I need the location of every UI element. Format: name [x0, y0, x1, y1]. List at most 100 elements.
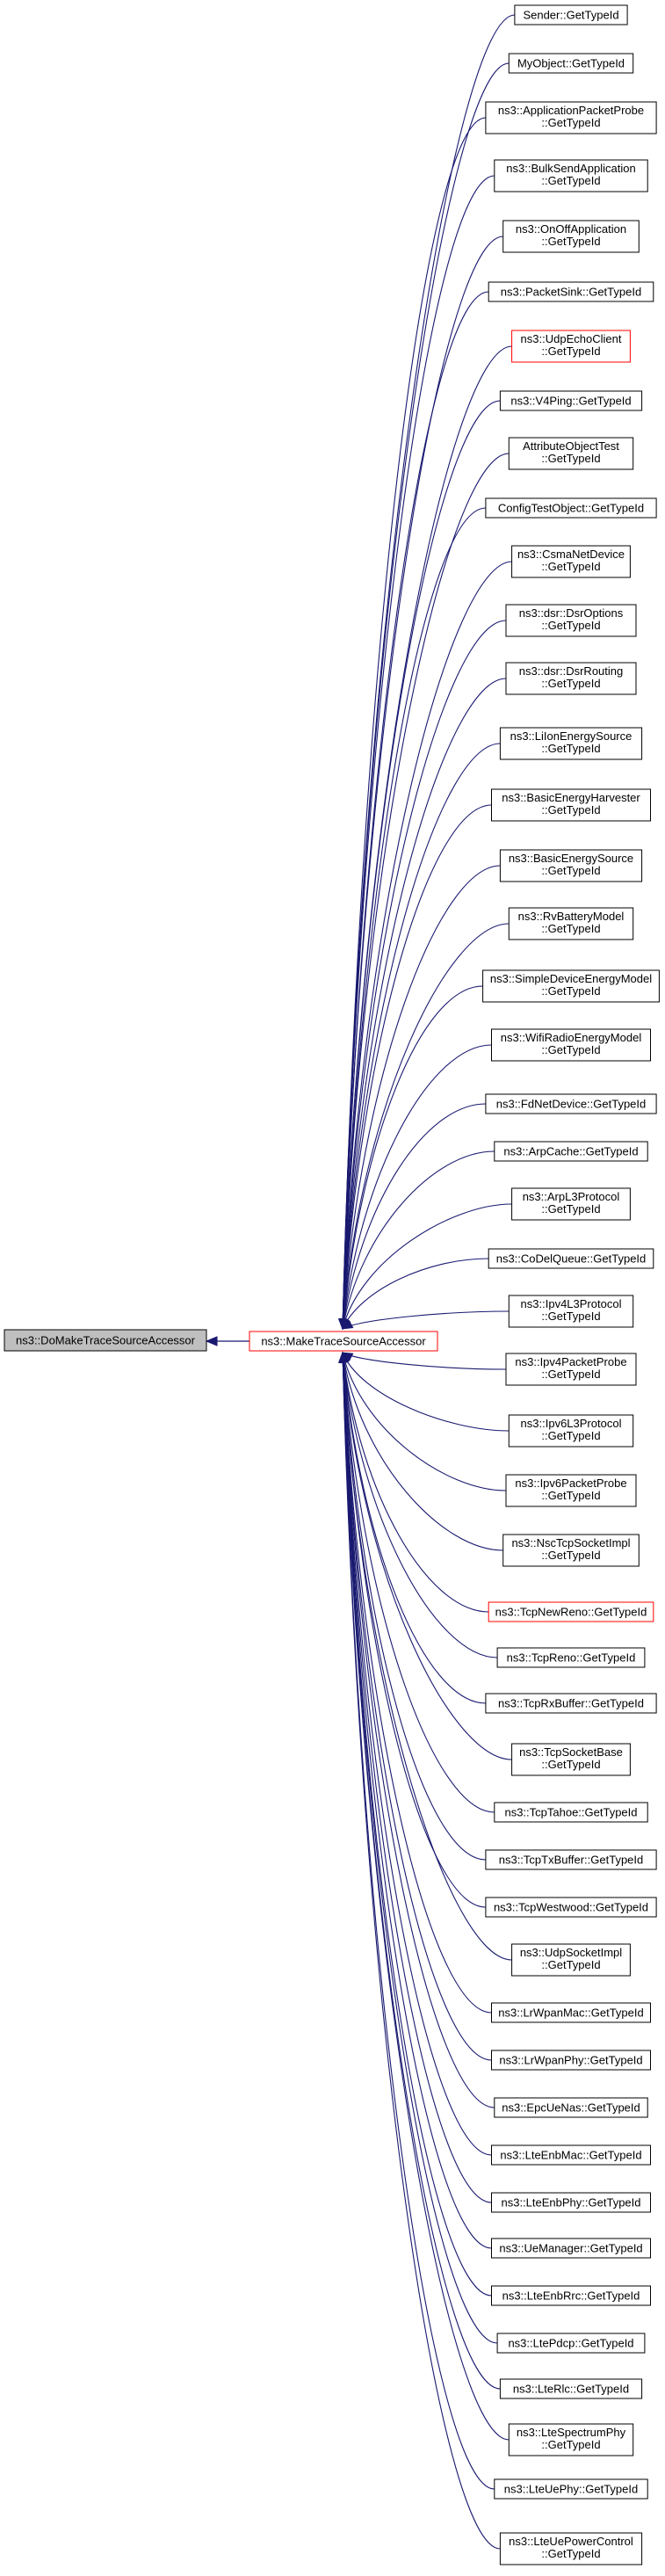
node-ns3-basicenergysource-gettypeid-label-1: ns3::BasicEnergySource	[509, 852, 633, 865]
node-ns3-tcpwestwood-gettypeid-label-1: ns3::TcpWestwood::GetTypeId	[494, 1901, 648, 1914]
node-ns3-ipv6packetprobe-gettypeid[interactable]: ns3::Ipv6PacketProbe::GetTypeId	[505, 1474, 637, 1507]
node-ns3-ipv4packetprobe-gettypeid[interactable]: ns3::Ipv4PacketProbe::GetTypeId	[505, 1353, 637, 1386]
node-ns3-ipv6l3protocol-gettypeid-box	[508, 1414, 634, 1448]
node-ns3-tcptahoe-gettypeid-box	[494, 1802, 648, 1823]
edge-ns3-csmanetdevice-gettypeid-to-center	[342, 561, 512, 1330]
node-ns3-ltespectrumphy-gettypeid[interactable]: ns3::LteSpectrumPhy::GetTypeId	[508, 2423, 634, 2456]
node-ns3-dsr-dsrrouting-gettypeid-label-2: ::GetTypeId	[541, 677, 600, 690]
node-ns3-lrwpanphy-gettypeid-box	[491, 2050, 651, 2071]
node-ns3-ipv6l3protocol-gettypeid-label-2: ::GetTypeId	[541, 1429, 600, 1442]
node-myobject-gettypeid-label-1: MyObject::GetTypeId	[517, 57, 625, 70]
node-ns3-lteenbmac-gettypeid-label-1: ns3::LteEnbMac::GetTypeId	[500, 2149, 641, 2162]
edge-ns3-ipv4l3protocol-gettypeid-arrow	[342, 1320, 354, 1330]
node-ns3-dsr-dsroptions-gettypeid[interactable]: ns3::dsr::DsrOptions::GetTypeId	[505, 604, 637, 637]
edge-ns3-tcptahoe-gettypeid-to-center	[342, 1352, 495, 1813]
edge-ns3-rvbatterymodel-gettypeid-to-center	[342, 923, 510, 1330]
node-center-box	[249, 1331, 438, 1352]
node-ns3-liionenergysource-gettypeid-label-2: ::GetTypeId	[541, 742, 600, 755]
node-ns3-rvbatterymodel-gettypeid[interactable]: ns3::RvBatteryModel::GetTypeId	[508, 907, 634, 940]
edge-ns3-ipv4packetprobe-gettypeid-to-center	[342, 1352, 507, 1370]
node-ns3-tcpnewreno-gettypeid[interactable]: ns3::TcpNewReno::GetTypeId	[488, 1601, 654, 1622]
node-ns3-epcuenas-gettypeid[interactable]: ns3::EpcUeNas::GetTypeId	[494, 2097, 648, 2118]
node-ns3-lrwpanphy-gettypeid[interactable]: ns3::LrWpanPhy::GetTypeId	[491, 2050, 651, 2071]
node-ns3-codelqueue-gettypeid[interactable]: ns3::CoDelQueue::GetTypeId	[488, 1248, 654, 1269]
node-ns3-ipv6packetprobe-gettypeid-label-2: ::GetTypeId	[541, 1489, 600, 1502]
node-ns3-tcpreno-gettypeid[interactable]: ns3::TcpReno::GetTypeId	[496, 1647, 646, 1668]
node-ns3-basicenergysource-gettypeid[interactable]: ns3::BasicEnergySource::GetTypeId	[499, 849, 643, 882]
node-ns3-applicationpacketprobe-gettypeid[interactable]: ns3::ApplicationPacketProbe::GetTypeId	[485, 101, 657, 134]
node-ns3-liionenergysource-gettypeid-box	[499, 727, 643, 760]
node-myobject-gettypeid-box	[508, 53, 634, 74]
node-ns3-tcpwestwood-gettypeid[interactable]: ns3::TcpWestwood::GetTypeId	[485, 1897, 657, 1918]
node-ns3-lrwpanphy-gettypeid-label-1: ns3::LrWpanPhy::GetTypeId	[499, 2054, 642, 2067]
node-ns3-ipv4l3protocol-gettypeid-box	[508, 1295, 634, 1328]
node-sender-gettypeid[interactable]: Sender::GetTypeId	[514, 4, 628, 25]
node-ns3-tcprxbuffer-gettypeid-box	[485, 1693, 657, 1714]
node-ns3-udpechoclient-gettypeid[interactable]: ns3::UdpEchoClient::GetTypeId	[511, 330, 631, 363]
node-ns3-ipv6l3protocol-gettypeid[interactable]: ns3::Ipv6L3Protocol::GetTypeId	[508, 1414, 634, 1448]
node-ns3-lteuephy-gettypeid[interactable]: ns3::LteUePhy::GetTypeId	[494, 2478, 648, 2500]
node-root-box	[4, 1329, 207, 1352]
node-ns3-packetsink-gettypeid-label-1: ns3::PacketSink::GetTypeId	[501, 286, 641, 299]
node-root[interactable]: ns3::DoMakeTraceSourceAccessor	[4, 1329, 207, 1352]
node-ns3-ltespectrumphy-gettypeid-box	[508, 2423, 634, 2456]
edge-ns3-udpsocketimpl-gettypeid-to-center	[342, 1352, 512, 1961]
node-ns3-nsctcpsocketimpl-gettypeid[interactable]: ns3::NscTcpSocketImpl::GetTypeId	[502, 1534, 640, 1567]
node-ns3-tcpsocketbase-gettypeid-label-2: ::GetTypeId	[541, 1758, 600, 1771]
node-ns3-lterlc-gettypeid[interactable]: ns3::LteRlc::GetTypeId	[499, 2378, 643, 2399]
node-ns3-tcptxbuffer-gettypeid[interactable]: ns3::TcpTxBuffer::GetTypeId	[485, 1849, 657, 1870]
node-myobject-gettypeid[interactable]: MyObject::GetTypeId	[508, 53, 634, 74]
node-ns3-csmanetdevice-gettypeid-box	[511, 545, 631, 578]
node-configtestobject-gettypeid-box	[485, 497, 657, 519]
node-ns3-bulksendapplication-gettypeid[interactable]: ns3::BulkSendApplication::GetTypeId	[494, 159, 648, 192]
node-ns3-v4ping-gettypeid[interactable]: ns3::V4Ping::GetTypeId	[499, 390, 643, 411]
node-ns3-arpl3protocol-gettypeid[interactable]: ns3::ArpL3Protocol::GetTypeId	[511, 1187, 631, 1221]
node-ns3-lteuepowercontrol-gettypeid[interactable]: ns3::LteUePowerControl::GetTypeId	[499, 2532, 643, 2565]
edge-configtestobject-gettypeid-to-center	[342, 507, 486, 1330]
node-ns3-basicenergyharvester-gettypeid[interactable]: ns3::BasicEnergyHarvester::GetTypeId	[491, 788, 651, 822]
edge-myobject-gettypeid-to-center	[342, 62, 510, 1330]
node-ns3-tcprxbuffer-gettypeid[interactable]: ns3::TcpRxBuffer::GetTypeId	[485, 1693, 657, 1714]
node-center[interactable]: ns3::MakeTraceSourceAccessor	[249, 1331, 438, 1352]
node-attributeobjecttest-gettypeid[interactable]: AttributeObjectTest::GetTypeId	[508, 437, 634, 470]
edge-center-to-root-arrow	[205, 1336, 218, 1346]
node-ns3-udpechoclient-gettypeid-box	[511, 330, 631, 363]
node-ns3-simpledeviceenergymodel-gettypeid[interactable]: ns3::SimpleDeviceEnergyModel::GetTypeId	[482, 969, 660, 1003]
node-ns3-lteuepowercontrol-gettypeid-label-1: ns3::LteUePowerControl	[509, 2535, 633, 2548]
node-ns3-basicenergyharvester-gettypeid-box	[491, 788, 651, 822]
node-ns3-rvbatterymodel-gettypeid-label-2: ::GetTypeId	[541, 922, 600, 935]
node-ns3-packetsink-gettypeid[interactable]: ns3::PacketSink::GetTypeId	[488, 281, 654, 302]
node-ns3-tcpsocketbase-gettypeid[interactable]: ns3::TcpSocketBase::GetTypeId	[511, 1743, 631, 1776]
node-ns3-uemanager-gettypeid[interactable]: ns3::UeManager::GetTypeId	[491, 2238, 651, 2259]
edge-ns3-dsr-dsroptions-gettypeid-to-center	[342, 620, 507, 1330]
node-ns3-lterlc-gettypeid-box	[499, 2378, 643, 2399]
node-ns3-simpledeviceenergymodel-gettypeid-box	[482, 969, 660, 1003]
node-configtestobject-gettypeid[interactable]: ConfigTestObject::GetTypeId	[485, 497, 657, 519]
edge-ns3-tcpsocketbase-gettypeid-to-center	[342, 1352, 512, 1760]
edge-ns3-onoffapplication-gettypeid-to-center	[342, 236, 503, 1330]
node-ns3-ltepdcp-gettypeid[interactable]: ns3::LtePdcp::GetTypeId	[496, 2333, 646, 2354]
node-ns3-fdnetdevice-gettypeid-box	[485, 1093, 657, 1114]
node-ns3-liionenergysource-gettypeid[interactable]: ns3::LiIonEnergySource::GetTypeId	[499, 727, 643, 760]
node-ns3-csmanetdevice-gettypeid[interactable]: ns3::CsmaNetDevice::GetTypeId	[511, 545, 631, 578]
node-ns3-udpsocketimpl-gettypeid[interactable]: ns3::UdpSocketImpl::GetTypeId	[511, 1943, 631, 1977]
node-ns3-codelqueue-gettypeid-label-1: ns3::CoDelQueue::GetTypeId	[496, 1252, 647, 1266]
node-ns3-onoffapplication-gettypeid[interactable]: ns3::OnOffApplication::GetTypeId	[502, 220, 640, 253]
node-ns3-bulksendapplication-gettypeid-box	[494, 159, 648, 192]
node-ns3-lrwpanmac-gettypeid[interactable]: ns3::LrWpanMac::GetTypeId	[491, 2002, 651, 2023]
node-ns3-ipv4l3protocol-gettypeid[interactable]: ns3::Ipv4L3Protocol::GetTypeId	[508, 1295, 634, 1328]
node-ns3-lteenbmac-gettypeid-box	[491, 2144, 651, 2166]
node-ns3-packetsink-gettypeid-box	[488, 281, 654, 302]
node-ns3-dsr-dsroptions-gettypeid-label-2: ::GetTypeId	[541, 619, 600, 632]
node-ns3-fdnetdevice-gettypeid[interactable]: ns3::FdNetDevice::GetTypeId	[485, 1093, 657, 1114]
node-ns3-lteenbrrc-gettypeid[interactable]: ns3::LteEnbRrc::GetTypeId	[491, 2285, 651, 2306]
node-ns3-udpsocketimpl-gettypeid-label-1: ns3::UdpSocketImpl	[520, 1946, 622, 1959]
node-ns3-lteenbmac-gettypeid[interactable]: ns3::LteEnbMac::GetTypeId	[491, 2144, 651, 2166]
node-ns3-wifiradioenergymodel-gettypeid[interactable]: ns3::WifiRadioEnergyModel::GetTypeId	[491, 1028, 651, 1062]
node-ns3-arpcache-gettypeid[interactable]: ns3::ArpCache::GetTypeId	[494, 1141, 648, 1162]
node-ns3-lteenbphy-gettypeid[interactable]: ns3::LteEnbPhy::GetTypeId	[491, 2192, 651, 2213]
edge-ns3-lrwpanmac-gettypeid-to-center	[342, 1352, 492, 2014]
node-ns3-dsr-dsrrouting-gettypeid[interactable]: ns3::dsr::DsrRouting::GetTypeId	[505, 662, 637, 695]
node-ns3-tcptahoe-gettypeid[interactable]: ns3::TcpTahoe::GetTypeId	[494, 1802, 648, 1823]
node-ns3-tcpwestwood-gettypeid-box	[485, 1897, 657, 1918]
